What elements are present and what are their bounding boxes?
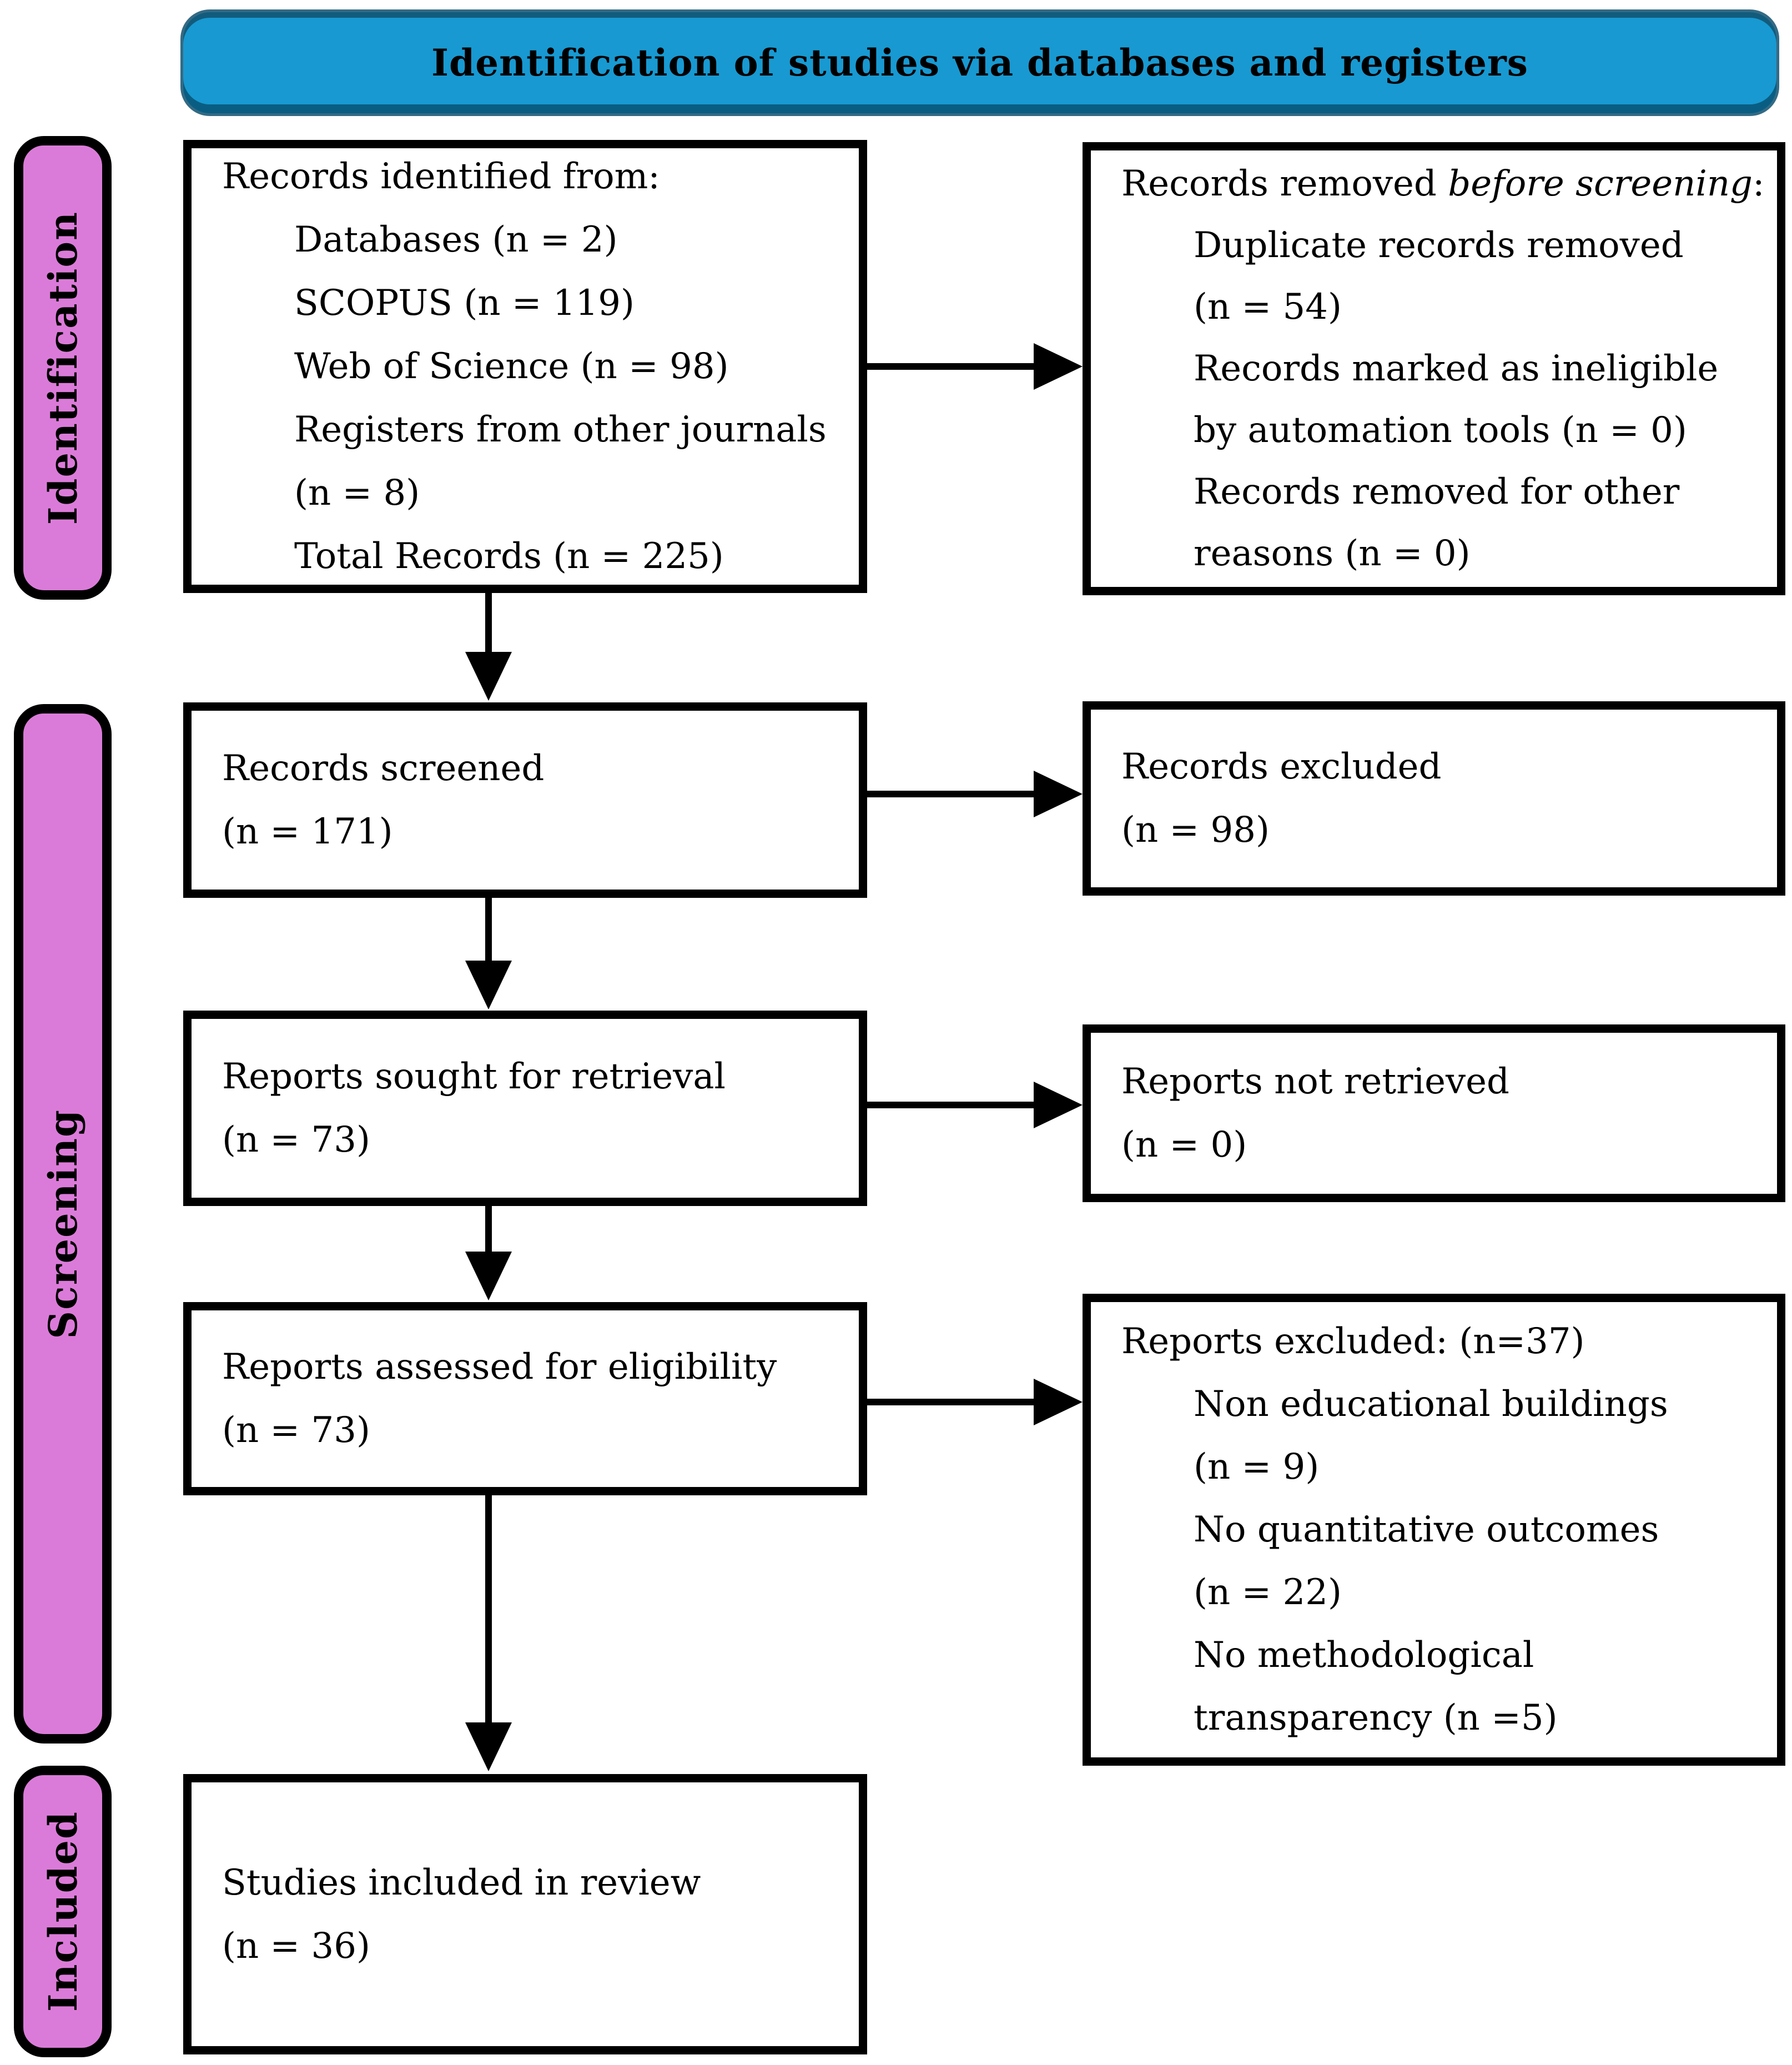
reports-excluded-item: Non educational buildings — [1194, 1383, 1668, 1425]
records-removed-item: Records marked as ineligible — [1194, 348, 1719, 389]
reports-assessed-box: Reports assessed for eligibility (n = 73… — [183, 1302, 867, 1495]
arrow-head — [465, 1252, 512, 1300]
records-identified-item: Web of Science (n = 98) — [294, 346, 729, 387]
records-identified-item: Total Records (n = 225) — [294, 536, 724, 577]
page-title: Identification of studies via databases … — [431, 41, 1528, 84]
reports-excluded-title: Reports excluded: (n=37) — [1121, 1320, 1585, 1362]
arrow-screened-to-excluded — [867, 771, 1083, 817]
arrow-head — [1034, 771, 1083, 817]
stage-label-included: Included — [14, 1766, 112, 2057]
records-screened-box: Records screened (n = 171) — [183, 702, 867, 898]
arrow-assessed-to-included — [465, 1495, 512, 1771]
records-identified-title: Records identified from: — [222, 156, 660, 197]
reports-assessed-line2: (n = 73) — [222, 1410, 370, 1451]
studies-included-line2: (n = 36) — [222, 1925, 370, 1967]
reports-not-retrieved-box: Reports not retrieved (n = 0) — [1083, 1024, 1785, 1202]
records-removed-title-prefix: Records removed — [1121, 163, 1448, 204]
records-removed-title-suffix: : — [1753, 163, 1765, 204]
stage-label-screening: Screening — [14, 704, 112, 1744]
records-identified-item: SCOPUS (n = 119) — [294, 283, 635, 324]
header-banner: Identification of studies via databases … — [183, 12, 1776, 113]
records-screened-line1: Records screened — [222, 748, 545, 789]
reports-excluded-item: No methodological — [1194, 1634, 1534, 1676]
arrow-head — [465, 652, 512, 701]
records-removed-item: (n = 54) — [1194, 286, 1342, 328]
reports-excluded-item: transparency (n =5) — [1194, 1697, 1558, 1739]
arrow-head — [465, 961, 512, 1009]
reports-sought-box: Reports sought for retrieval (n = 73) — [183, 1011, 867, 1206]
records-identified-box: Records identified from: Databases (n = … — [183, 140, 867, 593]
reports-excluded-box: Reports excluded: (n=37) Non educational… — [1083, 1294, 1785, 1766]
reports-excluded-item: (n = 22) — [1194, 1571, 1342, 1613]
stage-label-identification: Identification — [14, 136, 112, 600]
arrow-screened-to-sought — [465, 898, 512, 1009]
before-screening-italic: before screening — [1448, 163, 1753, 204]
arrow-sought-to-not-retrieved — [867, 1082, 1083, 1128]
arrow-assessed-to-reports-excluded — [867, 1379, 1083, 1425]
arrow-head — [465, 1722, 512, 1771]
records-removed-title: Records removed before screening: — [1091, 153, 1777, 215]
records-removed-item: by automation tools (n = 0) — [1194, 409, 1687, 451]
records-identified-item: Databases (n = 2) — [294, 219, 618, 260]
studies-included-box: Studies included in review (n = 36) — [183, 1774, 867, 2054]
arrow-identified-to-screened — [465, 593, 512, 701]
reports-sought-line1: Reports sought for retrieval — [222, 1056, 726, 1097]
records-screened-line2: (n = 171) — [222, 811, 393, 852]
stage-label-screening-text: Screening — [39, 1108, 86, 1339]
arrow-identified-to-removed — [867, 343, 1083, 390]
records-removed-item: Records removed for other — [1194, 471, 1680, 513]
reports-assessed-line1: Reports assessed for eligibility — [222, 1346, 777, 1388]
records-identified-item: (n = 8) — [294, 473, 420, 514]
arrow-sought-to-assessed — [465, 1206, 512, 1300]
reports-excluded-item: (n = 9) — [1194, 1446, 1320, 1488]
arrow-head — [1034, 1379, 1083, 1425]
reports-excluded-item: No quantitative outcomes — [1194, 1509, 1659, 1550]
stage-label-identification-text: Identification — [39, 210, 86, 525]
records-excluded-line1: Records excluded — [1121, 746, 1442, 787]
arrow-head — [1034, 343, 1083, 390]
reports-sought-line2: (n = 73) — [222, 1119, 370, 1160]
records-excluded-line2: (n = 98) — [1121, 810, 1270, 851]
records-identified-item: Registers from other journals — [294, 409, 827, 450]
arrow-head — [1034, 1082, 1083, 1128]
records-excluded-box: Records excluded (n = 98) — [1083, 701, 1785, 896]
reports-not-retrieved-line2: (n = 0) — [1121, 1124, 1247, 1165]
records-removed-box: Records removed before screening: Duplic… — [1083, 142, 1785, 595]
reports-not-retrieved-line1: Reports not retrieved — [1121, 1061, 1509, 1102]
stage-label-included-text: Included — [39, 1811, 86, 2012]
studies-included-line1: Studies included in review — [222, 1862, 701, 1903]
records-removed-item: Duplicate records removed — [1194, 224, 1684, 266]
records-removed-item: reasons (n = 0) — [1194, 532, 1471, 574]
